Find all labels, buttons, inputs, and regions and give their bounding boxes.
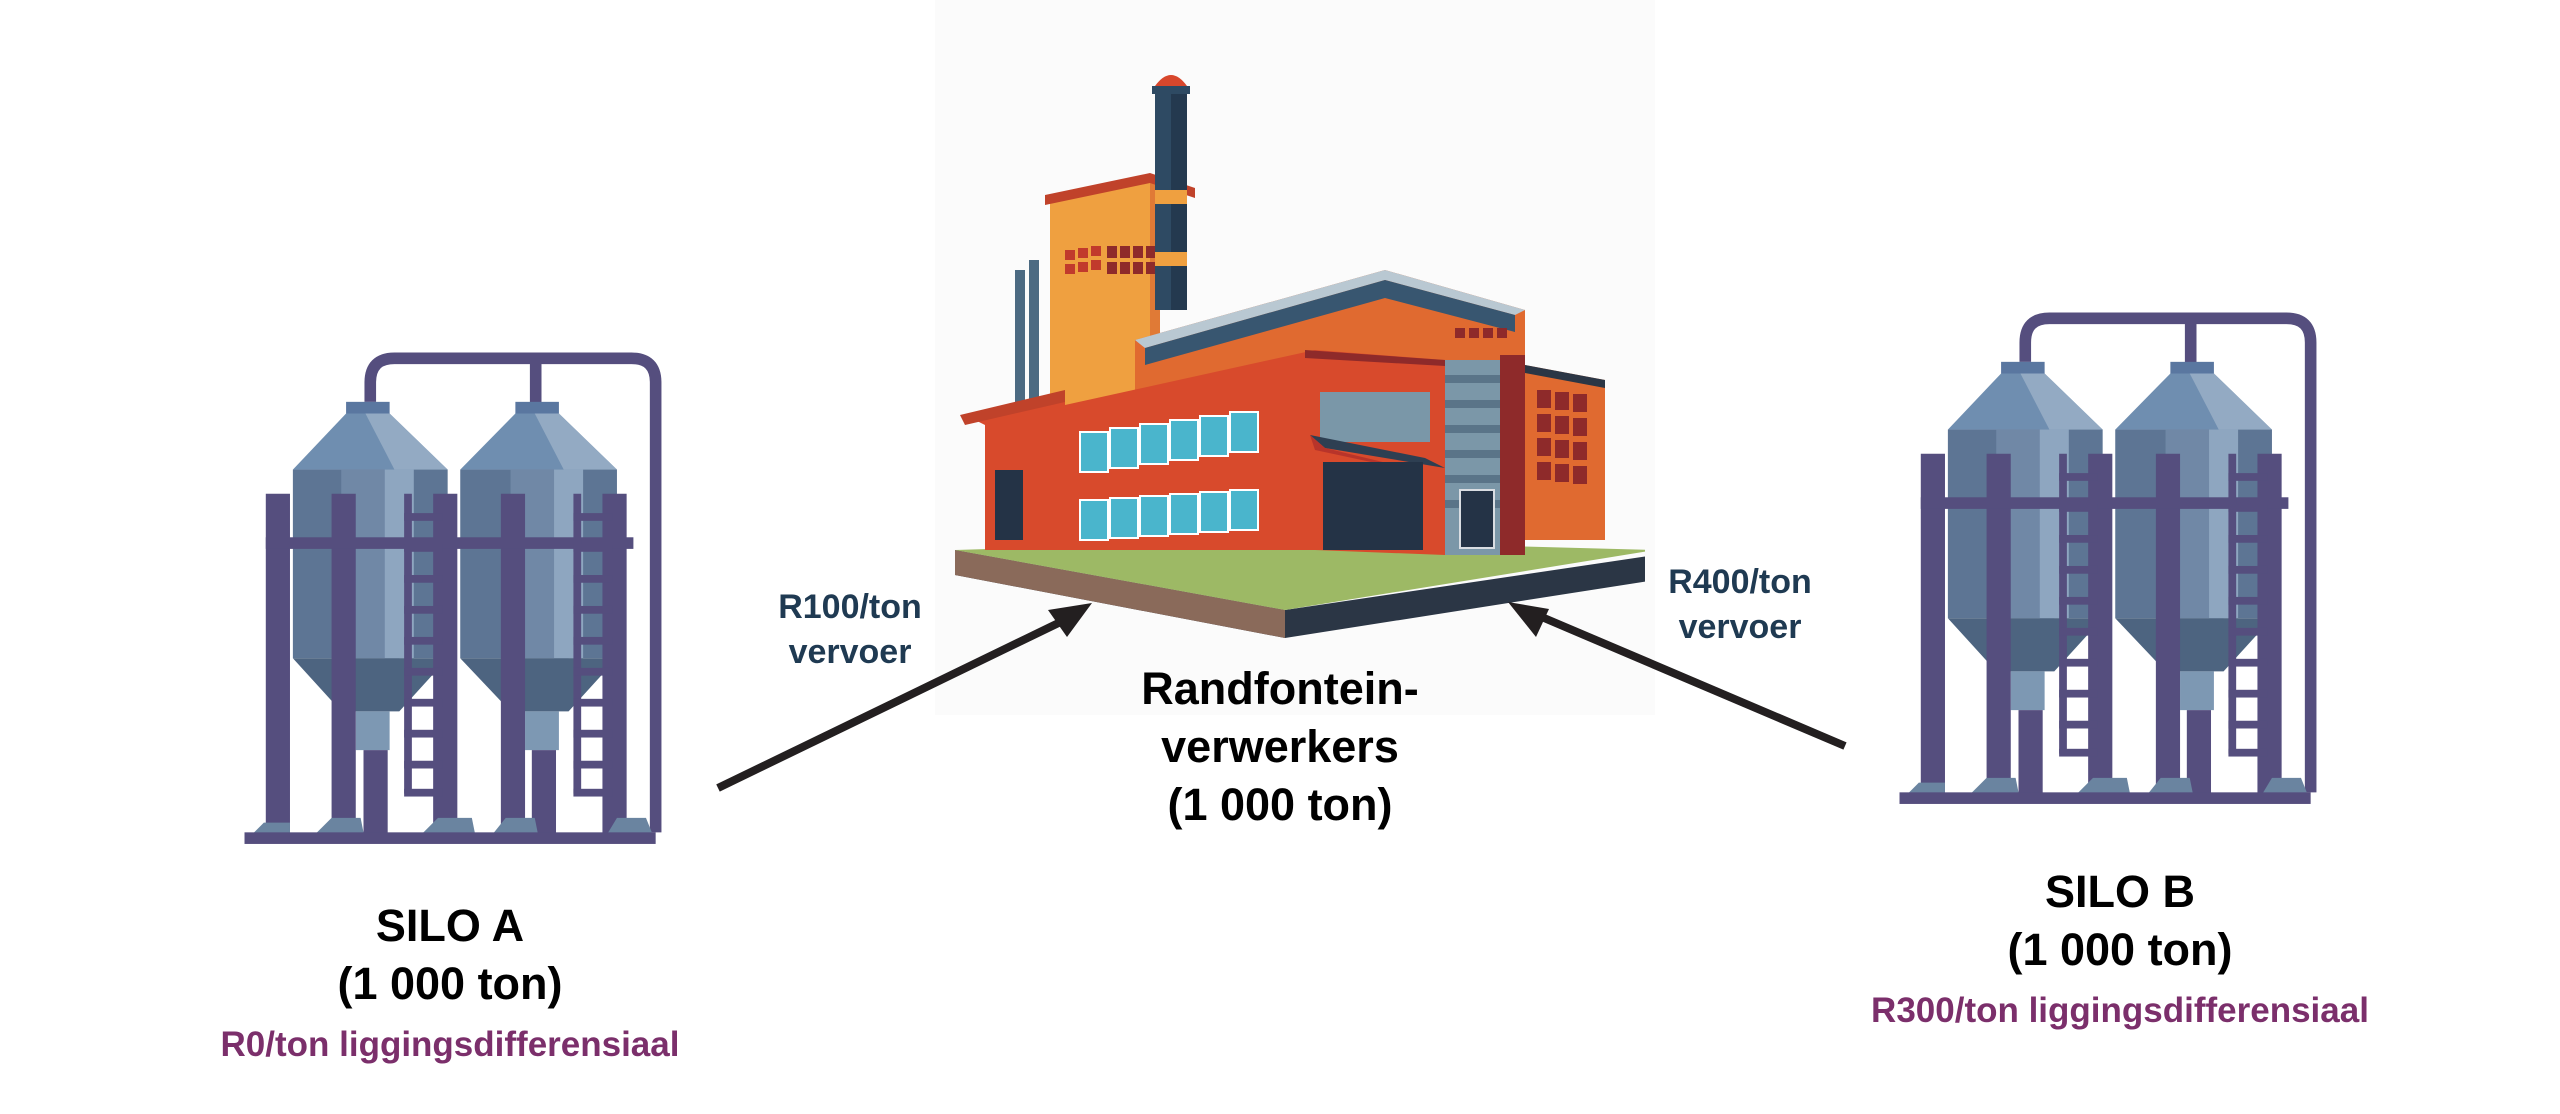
transport-cost-b-label: vervoer bbox=[1678, 608, 1802, 646]
silo-a-name: SILO A bbox=[375, 900, 525, 951]
processor-label: Randfontein- verwerkers (1 000 ton) bbox=[1080, 660, 1480, 834]
silo-b-quantity: (1 000 ton) bbox=[2007, 924, 2233, 975]
transport-cost-a-value: R100/ton bbox=[778, 588, 922, 626]
silo-b-name: SILO B bbox=[2044, 866, 2195, 917]
silo-a-quantity: (1 000 ton) bbox=[337, 958, 563, 1009]
arrow-silo-a-to-processor bbox=[716, 603, 1092, 792]
processor-quantity: (1 000 ton) bbox=[1167, 779, 1393, 830]
silo-b-location-differential: R300/ton liggingsdifferensiaal bbox=[1871, 991, 2369, 1030]
transport-cost-a-label: vervoer bbox=[788, 633, 912, 671]
silo-b-label: SILO B (1 000 ton) R300/ton liggingsdiff… bbox=[1800, 863, 2440, 1033]
factory-icon bbox=[955, 75, 1645, 638]
silo-a-label: SILO A (1 000 ton) R0/ton liggingsdiffer… bbox=[150, 897, 750, 1067]
processor-name-line1: Randfontein- bbox=[1141, 663, 1419, 714]
transport-cost-a: R100/ton vervoer bbox=[745, 585, 955, 675]
transport-cost-b-value: R400/ton bbox=[1668, 563, 1812, 601]
transport-cost-b: R400/ton vervoer bbox=[1635, 560, 1845, 650]
silo-a-location-differential: R0/ton liggingsdifferensiaal bbox=[220, 1025, 680, 1064]
silo-b-icon bbox=[1899, 312, 2317, 804]
silo-a-icon bbox=[244, 352, 662, 844]
arrow-silo-b-to-processor bbox=[1508, 602, 1847, 750]
processor-name-line2: verwerkers bbox=[1161, 721, 1399, 772]
